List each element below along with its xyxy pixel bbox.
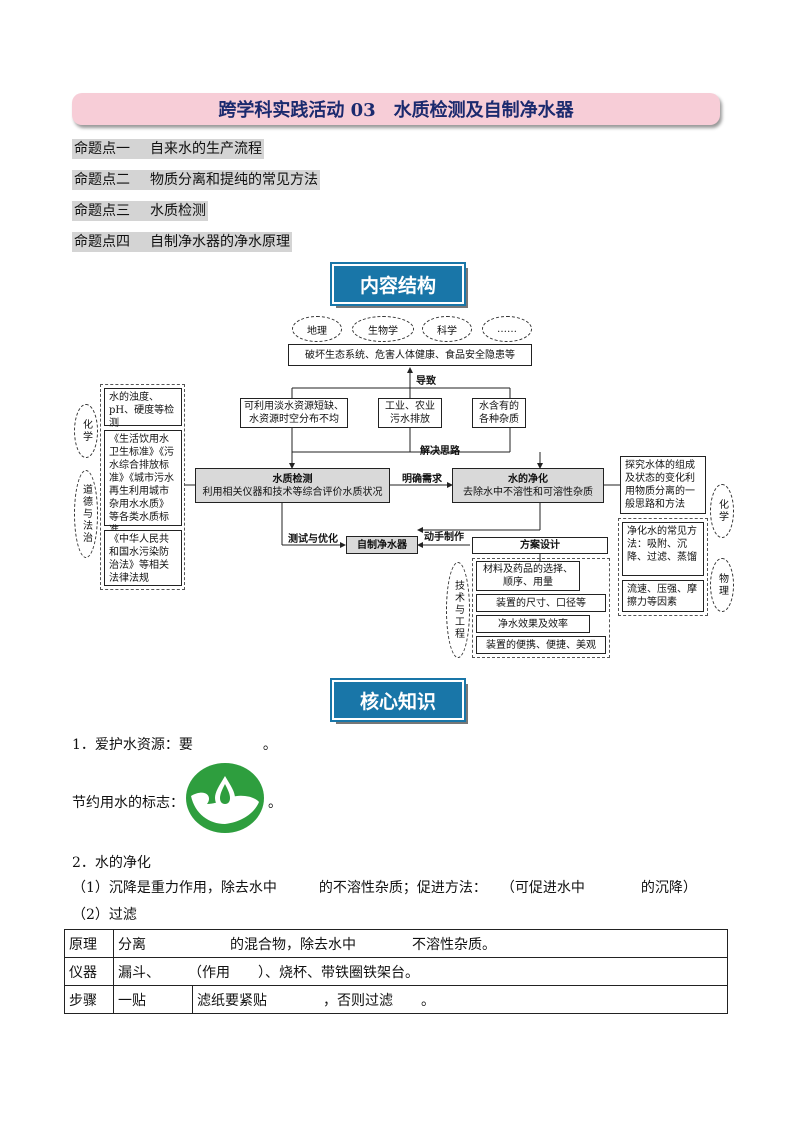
plan-item-size: 装置的尺寸、口径等 <box>476 594 606 612</box>
question-2-2: （2）过滤 <box>72 907 137 923</box>
table-row: 步骤 一贴 滤纸要紧贴 ，否则过滤 。 <box>64 985 728 1014</box>
question-1: 1．爱护水资源：要 。 <box>72 737 277 753</box>
topic-2: 命题点二物质分离和提纯的常见方法 <box>72 170 320 190</box>
structure-banner: 内容结构 <box>330 262 466 306</box>
topic-4: 命题点四自制净水器的净水原理 <box>72 232 292 252</box>
plan-item-effect: 净水效果及效率 <box>476 615 590 633</box>
table-row: 原理 分离 的混合物，除去水中 不溶性杂质。 <box>64 929 728 958</box>
table-row: 仪器 漏斗、 （作用 ）、烧杯、带铁圈铁架台。 <box>64 957 728 986</box>
subject-etc: …… <box>482 316 532 342</box>
plan-design-box: 方案设计 <box>472 537 608 554</box>
water-saving-logo <box>186 763 264 833</box>
page-title: 跨学科实践活动 03 水质检测及自制净水器 <box>72 93 720 125</box>
left-moral-oval: 道德与法治 <box>74 470 98 558</box>
logo-after: 。 <box>268 795 282 811</box>
left-standards-box: 《生活饮用水卫生标准》《污水综合排放标准》《城市污水再生利用城市杂用水水质》等各… <box>104 430 182 536</box>
cause-impurities: 水含有的各种杂质 <box>472 398 526 428</box>
plan-item-portable: 装置的便携、便捷、美观 <box>476 636 606 654</box>
test-optimize-label: 测试与优化 <box>288 534 338 545</box>
plan-items-group <box>472 558 610 658</box>
subject-science: 科学 <box>422 316 472 342</box>
clear-need-label: 明确需求 <box>402 474 442 485</box>
table-cell: 滤纸要紧贴 ，否则过滤 。 <box>192 985 728 1014</box>
cause-pollution: 工业、农业污水排放 <box>378 398 442 428</box>
table-cell: 仪器 <box>64 957 114 986</box>
water-purification-box: 水的净化去除水中不溶性和可溶性杂质 <box>452 468 604 503</box>
homemade-filter-box: 自制净水器 <box>346 536 418 554</box>
subject-geography: 地理 <box>292 316 342 342</box>
core-banner: 核心知识 <box>330 678 466 722</box>
logo-label: 节约用水的标志： <box>72 795 184 811</box>
tech-engineering-oval: 技术与工程 <box>446 562 470 658</box>
right-physics-oval: 物理 <box>710 558 734 612</box>
right-group <box>618 518 708 616</box>
right-physics-factors-box: 流速、压强、摩擦力等因素 <box>622 580 704 612</box>
subject-biology: 生物学 <box>352 316 414 342</box>
left-group <box>100 384 185 590</box>
left-detect-box: 水的浊度、pH、硬度等检测 <box>104 388 182 429</box>
cause-water-shortage: 可利用淡水资源短缺、水资源时空分布不均 <box>240 398 348 428</box>
table-cell: 步骤 <box>64 985 114 1014</box>
filtration-table: 原理 分离 的混合物，除去水中 不溶性杂质。 仪器 漏斗、 （作用 ）、烧杯、带… <box>64 929 728 1014</box>
lead-to-label: 导致 <box>416 376 436 387</box>
right-explore-box: 探究水体的组成及状态的变化利用物质分离的一般思路和方法 <box>620 456 706 514</box>
question-2-1: （1）沉降是重力作用，除去水中 的不溶性杂质；促进方法： （可促进水中 的沉降） <box>72 880 697 896</box>
table-cell: 一贴 <box>113 985 193 1014</box>
solve-label: 解决思路 <box>420 446 460 457</box>
right-methods-box: 净化水的常见方法：吸附、沉降、过滤、蒸馏 <box>622 522 704 576</box>
hands-on-label: 动手制作 <box>424 532 464 543</box>
topic-3: 命题点三水质检测 <box>72 201 208 221</box>
left-chemistry-oval: 化学 <box>74 404 98 458</box>
water-detection-box: 水质检测利用相关仪器和技术等综合评价水质状况 <box>195 468 390 503</box>
table-cell: 原理 <box>64 929 114 958</box>
question-2: 2．水的净化 <box>72 855 151 871</box>
right-chemistry-oval: 化学 <box>710 484 734 538</box>
table-cell: 分离 的混合物，除去水中 不溶性杂质。 <box>113 929 728 958</box>
table-cell: 漏斗、 （作用 ）、烧杯、带铁圈铁架台。 <box>113 957 728 986</box>
topic-1: 命题点一自来水的生产流程 <box>72 139 264 159</box>
left-law-box: 《中华人民共和国水污染防治法》等相关法律法规 <box>104 530 182 586</box>
plan-item-materials: 材料及药品的选择、顺序、用量 <box>476 561 580 591</box>
harm-box: 破坏生态系统、危害人体健康、食品安全隐患等 <box>288 344 532 366</box>
